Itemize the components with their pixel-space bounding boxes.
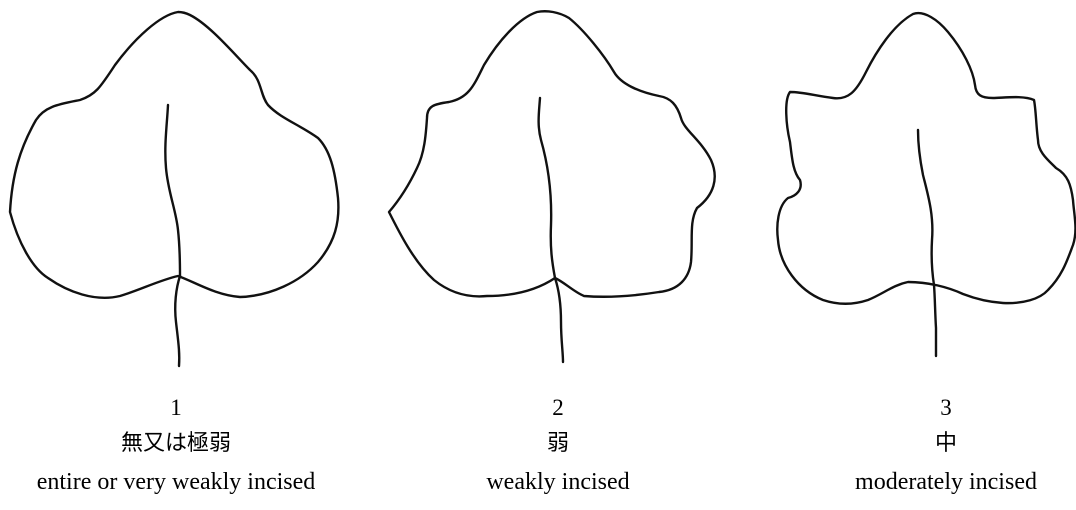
leaf-3-petiole: [932, 283, 938, 358]
caption-2-english: weakly incised: [486, 469, 630, 495]
leaf-1-drawing: [0, 0, 358, 390]
caption-2-number: 2: [552, 395, 564, 420]
caption-3-english: moderately incised: [855, 469, 1037, 495]
leaf-1-midrib: [164, 103, 182, 278]
leaf-3-svg: [776, 11, 1076, 358]
caption-3: 3 中 moderately incised: [767, 390, 1076, 502]
caption-3-number: 3: [940, 395, 952, 420]
leaf-1-outline: [8, 10, 340, 299]
leaf-3-outline: [776, 11, 1076, 305]
caption-2-japanese: 弱: [546, 431, 569, 456]
caption-1: 1 無又は極弱 entire or very weakly incised: [0, 390, 355, 502]
caption-1-english: entire or very weakly incised: [36, 469, 316, 495]
leaf-3-midrib: [916, 128, 936, 287]
leaf-1-petiole: [174, 274, 182, 368]
leaf-2-svg: [387, 10, 716, 364]
caption-2: 2 弱 weakly incised: [379, 390, 737, 502]
caption-1-japanese: 無又は極弱: [120, 431, 231, 456]
leaf-2-outline: [387, 10, 716, 298]
leaf-3-drawing: [718, 0, 1076, 390]
leaf-1-svg: [8, 10, 340, 368]
leaf-2-petiole: [553, 276, 565, 364]
leaf-2-midrib: [537, 96, 557, 280]
leaf-2-drawing: [359, 0, 717, 390]
caption-3-japanese: 中: [934, 431, 957, 456]
caption-1-number: 1: [170, 395, 182, 420]
